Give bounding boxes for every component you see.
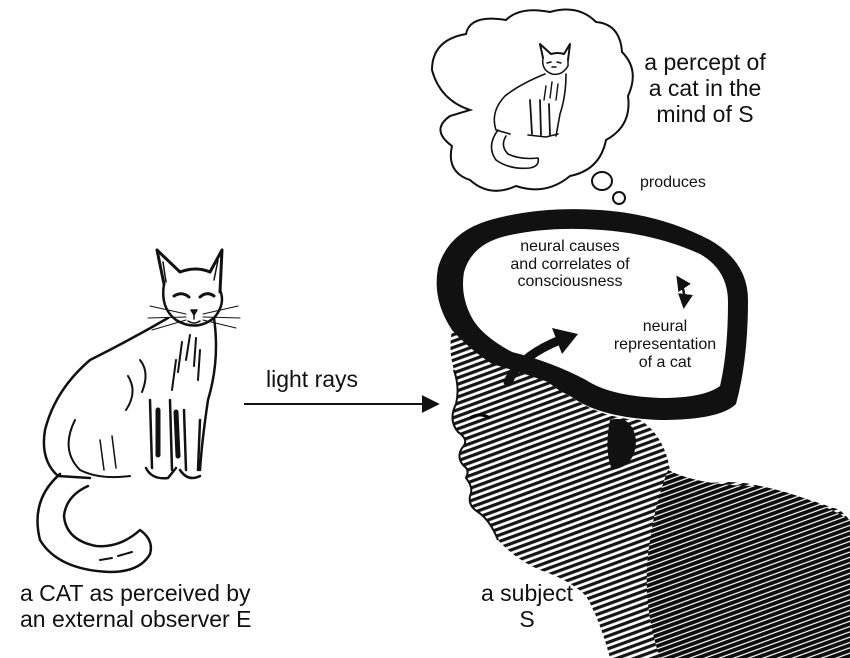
light-rays-label: light rays — [266, 366, 359, 392]
thought-cat-icon — [490, 43, 571, 170]
neural-causes-label: neural causes and correlates of consciou… — [510, 238, 630, 291]
produces-label: produces — [640, 174, 706, 191]
shoulder-shadow — [646, 470, 850, 658]
subject-caption: a subject S — [480, 580, 574, 633]
neural-representation-label: neural representation of a cat — [613, 318, 717, 371]
thought-bubble-icon — [430, 8, 634, 205]
perception-arrowhead-icon — [552, 328, 578, 354]
face-profile-outline — [451, 369, 499, 541]
perception-arrow-icon — [503, 335, 565, 387]
cat-caption: a CAT as perceived by an external observ… — [20, 580, 252, 633]
ear-icon — [607, 418, 636, 470]
cat-icon — [36, 248, 241, 574]
eye-icon — [469, 413, 491, 420]
bidirectional-arrow-icon — [676, 275, 693, 309]
percept-label: a percept of a cat in the mind of S — [644, 49, 766, 127]
